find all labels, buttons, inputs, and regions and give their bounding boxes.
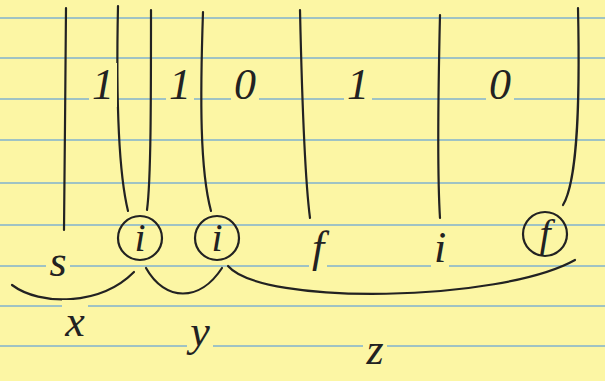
boundary-line — [201, 12, 211, 211]
input-symbol: 1 — [344, 63, 372, 107]
boundary-line — [147, 10, 151, 210]
boundary-line — [64, 8, 66, 230]
ruled-line — [0, 345, 605, 347]
ruled-line — [0, 224, 605, 226]
ruled-line — [0, 265, 605, 267]
bracket — [12, 272, 134, 299]
state-letter: i — [211, 218, 222, 258]
state-letter: i — [431, 226, 449, 270]
circle-stroke — [195, 216, 239, 260]
ruled-line — [0, 305, 605, 307]
state-circle: i — [193, 214, 241, 262]
input-symbol: 1 — [89, 63, 117, 107]
bracket — [228, 260, 575, 294]
ink-strokes — [12, 6, 579, 299]
ruled-line — [0, 57, 605, 59]
segment-name: y — [187, 310, 213, 354]
state-letter: i — [134, 218, 145, 258]
input-symbol: 1 — [166, 63, 194, 107]
ruled-line — [0, 17, 605, 19]
boundary-line — [300, 10, 310, 218]
circle-stroke — [118, 216, 162, 260]
bracket — [146, 268, 222, 294]
input-symbol: 0 — [231, 63, 259, 107]
segment-name: z — [363, 328, 386, 372]
boundary-line — [438, 15, 440, 218]
state-letter: s — [46, 240, 69, 284]
state-letter: f — [539, 214, 550, 254]
segment-name: x — [62, 300, 88, 344]
boundary-line — [563, 8, 579, 205]
circle-stroke — [523, 212, 567, 256]
state-circle: f — [521, 210, 569, 258]
ruled-line — [0, 182, 605, 184]
input-symbol: 0 — [486, 63, 514, 107]
state-letter: f — [309, 226, 327, 270]
boundary-line — [117, 6, 128, 211]
state-circle: i — [116, 214, 164, 262]
ruled-line — [0, 139, 605, 141]
